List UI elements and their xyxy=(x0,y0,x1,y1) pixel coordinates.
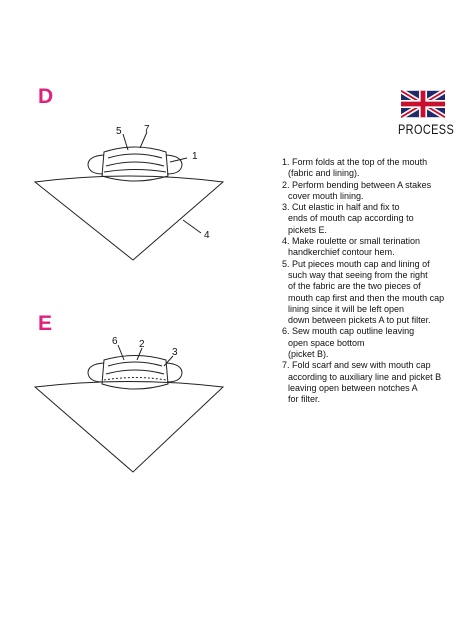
elastic-loop-right-d xyxy=(165,154,183,175)
callout-e-2: 2 xyxy=(139,339,145,350)
callout-d-1: 1 xyxy=(192,151,198,162)
mouth-cap-d xyxy=(101,146,169,182)
step-line: (fabric and lining). xyxy=(288,168,360,179)
step-line: leaving open between notches A xyxy=(288,382,418,393)
section-letter-e: E xyxy=(38,312,53,335)
step-line: of the fabric are the two pieces of xyxy=(288,281,421,292)
step-line: pickets E. xyxy=(288,224,328,235)
uk-flag-icon xyxy=(401,90,445,118)
step-line: 6. Sew mouth cap outline leaving xyxy=(282,326,415,337)
callout-e-3: 3 xyxy=(172,347,178,358)
step-line: handkerchief contour hem. xyxy=(288,247,395,258)
step-line: open space bottom xyxy=(288,337,365,348)
step-line: 7. Fold scarf and sew with mouth cap xyxy=(282,360,431,371)
section-letter-d: D xyxy=(38,85,54,108)
scarf-outline-e xyxy=(33,381,225,473)
step-line: 1. Form folds at the top of the mouth xyxy=(282,157,428,167)
diagram-e xyxy=(33,344,225,473)
callout-d-5: 5 xyxy=(116,126,122,137)
step-line: down between pickets A to put filter. xyxy=(288,315,431,326)
step-line: 2. Perform bending between A stakes xyxy=(282,179,432,190)
process-steps: 1. Form folds at the top of the mouth(fa… xyxy=(282,157,462,406)
elastic-loop-right-e xyxy=(165,362,183,383)
step-line: mouth cap first and then the mouth cap xyxy=(288,292,445,303)
elastic-loop-left-e xyxy=(87,362,105,383)
mouth-cap-e xyxy=(101,355,169,390)
process-label: PROCESS xyxy=(398,121,455,137)
step-line: 4. Make roulette or small terination xyxy=(282,236,421,247)
step-line: (picket B). xyxy=(288,349,329,360)
process-step-1: 1. Form folds at the top of the mouth(fa… xyxy=(282,157,462,180)
callout-e-6: 6 xyxy=(112,336,118,347)
scarf-outline-d xyxy=(33,175,225,261)
elastic-loop-left-d xyxy=(87,154,105,175)
step-line: for filter. xyxy=(288,394,321,405)
step-line: ends of mouth cap according to xyxy=(288,213,414,224)
step-line: 5. Put pieces mouth cap and lining of xyxy=(282,258,430,269)
step-line: according to auxiliary line and picket B xyxy=(288,371,442,382)
step-line: 3. Cut elastic in half and fix to xyxy=(282,202,400,213)
step-line: cover mouth lining. xyxy=(288,190,364,201)
step-line: such way that seeing from the right xyxy=(288,269,428,280)
callout-d-4: 4 xyxy=(204,230,210,241)
callout-d-7: 7 xyxy=(144,124,150,135)
step-line: lining since it will be left open xyxy=(288,303,405,314)
